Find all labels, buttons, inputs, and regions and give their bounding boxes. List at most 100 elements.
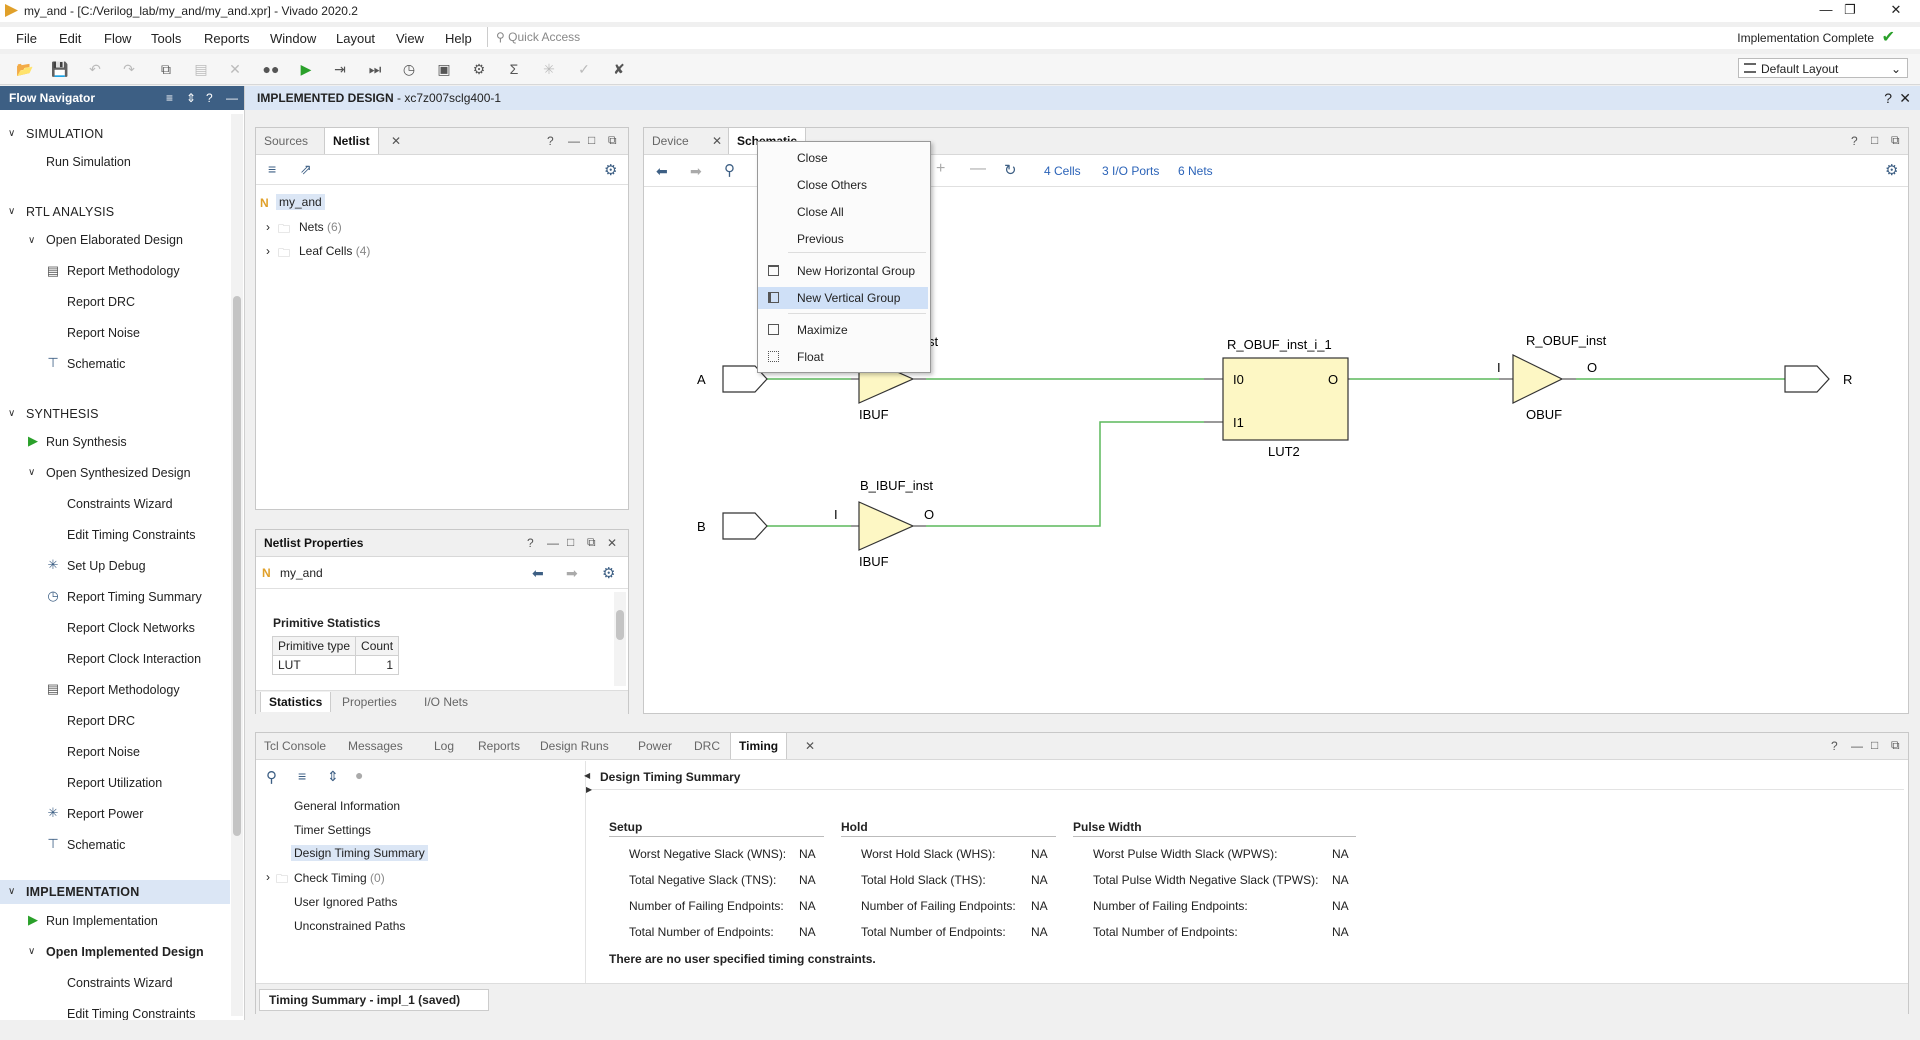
- close-tab-icon[interactable]: ✕: [712, 134, 723, 148]
- collapse-caret-icon[interactable]: ∨: [8, 886, 16, 897]
- scrollbar-thumb[interactable]: [233, 296, 241, 836]
- menu-item-previous[interactable]: Previous: [797, 232, 844, 246]
- minimize-panel-icon[interactable]: —: [226, 91, 238, 105]
- io-ports-count-link[interactable]: 3 I/O Ports: [1102, 164, 1160, 178]
- remove-icon[interactable]: —: [970, 160, 986, 177]
- open-synthesized-design[interactable]: Open Synthesized Design: [46, 466, 191, 480]
- collapse-caret-icon[interactable]: ∨: [28, 946, 36, 957]
- menu-tools[interactable]: Tools: [151, 31, 182, 46]
- report-timing-summary[interactable]: Report Timing Summary: [67, 590, 202, 604]
- tree-check-timing[interactable]: Check Timing (0): [294, 871, 385, 885]
- syn-report-drc[interactable]: Report DRC: [67, 714, 136, 728]
- timing-summary-tab[interactable]: Timing Summary - impl_1 (saved): [259, 989, 489, 1011]
- add-icon[interactable]: +: [936, 160, 946, 177]
- menu-item-float[interactable]: Float: [758, 346, 928, 368]
- help-icon[interactable]: ?: [1831, 739, 1838, 753]
- save-icon[interactable]: 💾: [51, 61, 69, 77]
- tree-user-ignored-paths[interactable]: User Ignored Paths: [294, 895, 398, 909]
- setup-wns-value[interactable]: NA: [799, 847, 816, 861]
- float-icon[interactable]: ⧉: [608, 133, 617, 147]
- collapse-caret-icon[interactable]: ∨: [28, 467, 36, 478]
- forward-arrow-icon[interactable]: ➡: [690, 163, 702, 179]
- minimize-icon[interactable]: —: [568, 134, 580, 148]
- expand-caret-icon[interactable]: ›: [266, 220, 270, 234]
- syn-edit-timing-constraints[interactable]: Edit Timing Constraints: [67, 528, 196, 542]
- menu-item-new-horizontal-group[interactable]: New Horizontal Group: [758, 260, 928, 282]
- port-a[interactable]: [722, 365, 768, 393]
- open-implemented-design[interactable]: Open Implemented Design: [46, 945, 204, 959]
- maximize-icon[interactable]: □: [1871, 738, 1879, 752]
- maximize-icon[interactable]: □: [588, 133, 596, 147]
- netlist-root[interactable]: my_and: [276, 194, 325, 210]
- close-icon[interactable]: ✕: [1890, 2, 1902, 17]
- zoom-in-icon[interactable]: ⚲: [724, 162, 735, 179]
- tree-timer-settings[interactable]: Timer Settings: [294, 823, 371, 837]
- tree-node-leaf-cells[interactable]: Leaf Cells (4): [299, 244, 371, 258]
- tab-drc[interactable]: DRC: [694, 739, 720, 753]
- expand-caret-icon[interactable]: ›: [266, 244, 270, 258]
- help-icon[interactable]: ?: [527, 536, 534, 550]
- port-r[interactable]: [1784, 365, 1830, 393]
- tab-design-runs[interactable]: Design Runs: [540, 739, 609, 753]
- expand-all-icon[interactable]: ⇕: [327, 768, 339, 784]
- close-icon[interactable]: ✕: [1899, 90, 1911, 106]
- tree-general-information[interactable]: General Information: [294, 799, 401, 813]
- tab-sources[interactable]: Sources: [264, 134, 309, 148]
- quick-access-input[interactable]: ⚲ Quick Access: [487, 27, 716, 47]
- close-tab-icon[interactable]: ✕: [805, 739, 816, 753]
- minimize-icon[interactable]: —: [547, 536, 559, 550]
- float-icon[interactable]: ⧉: [587, 535, 596, 549]
- float-icon[interactable]: ⧉: [1891, 738, 1900, 752]
- debug-icon[interactable]: ✳: [543, 61, 555, 77]
- net-b-ibuf-o[interactable]: [926, 421, 1204, 527]
- section-implementation[interactable]: IMPLEMENTATION: [26, 885, 140, 899]
- expand-caret-icon[interactable]: ›: [266, 870, 270, 884]
- close-icon[interactable]: ✕: [607, 536, 618, 550]
- port-b[interactable]: [722, 512, 768, 540]
- cells-count-link[interactable]: 4 Cells: [1044, 164, 1081, 178]
- float-icon[interactable]: ⧉: [1891, 133, 1900, 147]
- menu-view[interactable]: View: [396, 31, 424, 46]
- redo-icon[interactable]: ↷: [123, 61, 135, 77]
- restore-icon[interactable]: ❐: [1844, 2, 1856, 17]
- setup-failing-value[interactable]: NA: [799, 899, 816, 913]
- rtl-report-drc[interactable]: Report DRC: [67, 295, 136, 309]
- tab-io-nets[interactable]: I/O Nets: [424, 695, 469, 709]
- tab-timing[interactable]: Timing: [730, 733, 788, 759]
- splitter[interactable]: [585, 761, 586, 1011]
- tab-log[interactable]: Log: [434, 739, 455, 753]
- hold-whs-value[interactable]: NA: [1031, 847, 1048, 861]
- section-synthesis[interactable]: SYNTHESIS: [26, 407, 99, 421]
- tab-properties[interactable]: Properties: [342, 695, 397, 709]
- menu-reports[interactable]: Reports: [204, 31, 250, 46]
- collapse-all-icon[interactable]: ≡: [268, 161, 277, 177]
- run-implementation[interactable]: Run Implementation: [46, 914, 158, 928]
- settings-icon[interactable]: ⚙: [604, 162, 618, 179]
- close-tab-icon[interactable]: ✕: [391, 134, 402, 148]
- report-icon[interactable]: ▣: [437, 61, 451, 77]
- section-rtl-analysis[interactable]: RTL ANALYSIS: [26, 205, 115, 219]
- menu-help[interactable]: Help: [445, 31, 472, 46]
- collapse-all-icon[interactable]: ≡: [166, 91, 174, 105]
- lut2-cell[interactable]: [1222, 357, 1349, 441]
- syn-report-noise[interactable]: Report Noise: [67, 745, 140, 759]
- back-arrow-icon[interactable]: ⬅: [656, 163, 668, 179]
- rtl-report-noise[interactable]: Report Noise: [67, 326, 140, 340]
- tab-tcl-console[interactable]: Tcl Console: [264, 739, 327, 753]
- impl-edit-timing-constraints[interactable]: Edit Timing Constraints: [67, 1007, 196, 1020]
- nets-count-link[interactable]: 6 Nets: [1178, 164, 1213, 178]
- sigma-icon[interactable]: Σ: [509, 61, 519, 77]
- layout-select[interactable]: Default Layout ⌄: [1738, 58, 1908, 78]
- tree-design-timing-summary[interactable]: Design Timing Summary: [291, 845, 428, 861]
- run-synthesis[interactable]: Run Synthesis: [46, 435, 127, 449]
- help-icon[interactable]: ?: [1851, 134, 1858, 148]
- syn-report-methodology[interactable]: Report Methodology: [67, 683, 180, 697]
- report-clock-networks[interactable]: Report Clock Networks: [67, 621, 195, 635]
- menu-layout[interactable]: Layout: [336, 31, 376, 46]
- collapse-caret-icon[interactable]: ∨: [8, 128, 16, 139]
- tab-netlist[interactable]: Netlist: [324, 128, 379, 154]
- collapse-caret-icon[interactable]: ∨: [28, 235, 36, 246]
- tab-reports[interactable]: Reports: [478, 739, 521, 753]
- report-clock-interaction[interactable]: Report Clock Interaction: [67, 652, 202, 666]
- rtl-report-methodology[interactable]: Report Methodology: [67, 264, 180, 278]
